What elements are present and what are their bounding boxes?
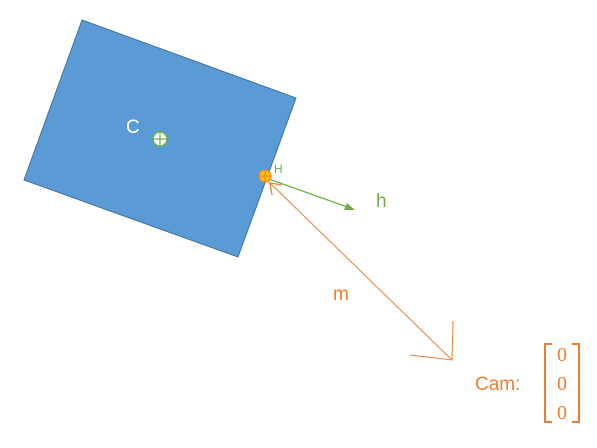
camera-vector-matrix: 0 0 0 [544,343,580,424]
matrix-entry-1: 0 [557,344,567,366]
matrix-entry-2: 0 [557,373,567,395]
center-point-marker [152,131,168,147]
camera-label: Cam: [475,374,520,395]
normal-h-line [265,177,351,209]
matrix-left-bracket [544,343,552,423]
vector-m-arrowhead-bottom [409,320,454,361]
normal-h-label: h [376,191,387,212]
hit-point-marker [258,169,272,183]
matrix-right-bracket [572,343,580,423]
center-label: C [126,117,140,138]
vector-m-arrowhead-top [269,182,283,196]
vector-m-label: m [333,284,349,305]
vector-m-line [267,180,453,361]
normal-h-arrowhead [344,203,355,210]
hit-point-label: H [274,162,283,176]
matrix-entry-3: 0 [557,402,567,424]
